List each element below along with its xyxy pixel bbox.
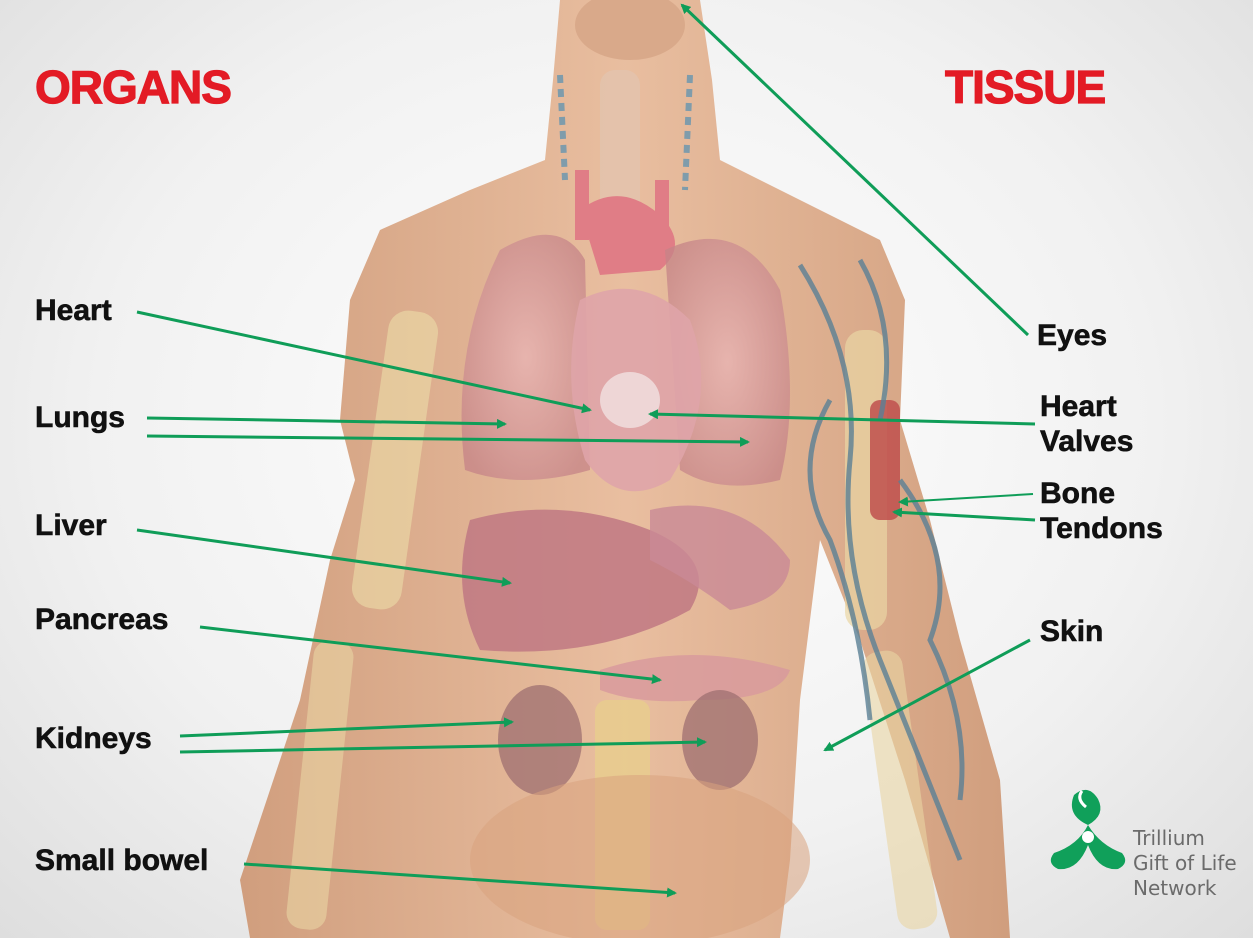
trillium-logo-icon (1051, 790, 1125, 869)
label-kidneys: Kidneys (35, 723, 152, 755)
artery-left (575, 170, 589, 240)
brand-line-3: Network (1133, 877, 1217, 900)
label-liver: Liver (35, 510, 107, 542)
label-lungs: Lungs (35, 402, 125, 434)
brand-line-2: Gift of Life (1133, 852, 1237, 875)
label-heart-valves-line1: Heart (1040, 391, 1117, 423)
label-pancreas: Pancreas (35, 604, 168, 636)
label-bone: Bone (1040, 478, 1115, 510)
kidney-right (682, 690, 758, 790)
brand-line-1: Trillium (1133, 827, 1205, 850)
label-eyes: Eyes (1037, 320, 1107, 352)
small-bowel-organ (470, 775, 810, 938)
tissue-heading: TISSUE (945, 64, 1105, 110)
organs-heading: ORGANS (35, 64, 231, 110)
tendon-band (870, 400, 900, 520)
label-skin: Skin (1040, 616, 1103, 648)
label-small-bowel: Small bowel (35, 845, 208, 877)
label-heart-valves-line2: Valves (1040, 426, 1133, 458)
artery-right (655, 180, 669, 240)
heart-valve-region (600, 372, 660, 428)
label-tendons: Tendons (1040, 513, 1163, 545)
kidney-left (498, 685, 582, 795)
label-heart: Heart (35, 295, 112, 327)
